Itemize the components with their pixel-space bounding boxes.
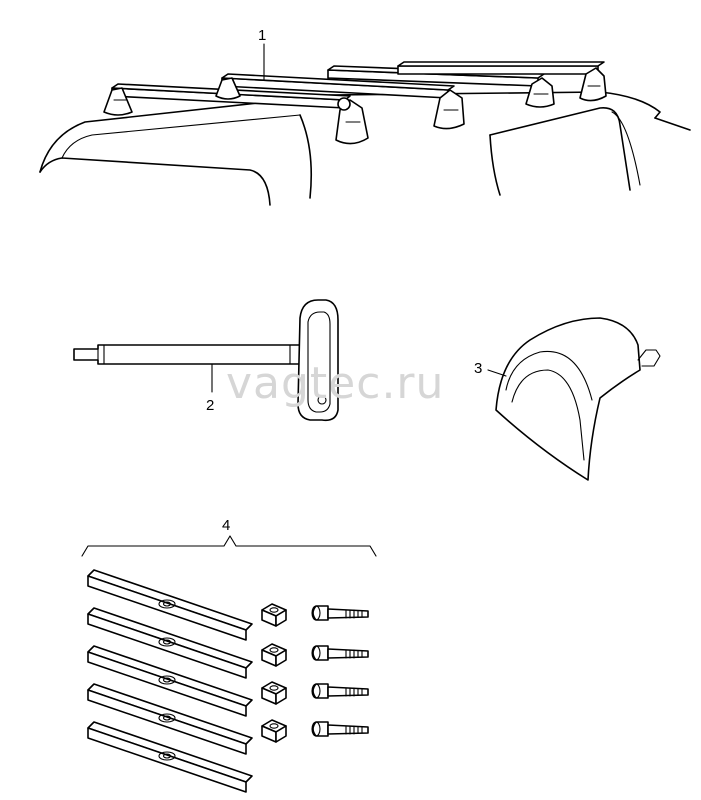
square-nut: [261, 681, 287, 705]
socket-head-bolt: [311, 645, 369, 661]
watermark: vagtec.ru: [226, 358, 444, 409]
callout-2-label: 2: [206, 397, 214, 414]
rubber-pad: [87, 645, 253, 717]
square-nut: [261, 719, 287, 743]
callout-1-label: 1: [258, 27, 266, 44]
square-nut: [261, 603, 287, 627]
socket-head-bolt: [311, 605, 369, 621]
socket-head-bolt: [311, 683, 369, 699]
rubber-pad: [87, 683, 253, 755]
cover-part: 3: [474, 317, 661, 481]
callout-4-label: 4: [222, 517, 230, 534]
key-part: 2: [73, 299, 339, 422]
socket-head-bolt: [311, 721, 369, 737]
mounting-kit: 4: [81, 517, 377, 793]
rubber-pad: [87, 569, 253, 641]
rubber-pad: [87, 721, 253, 793]
callout-3-label: 3: [474, 360, 482, 377]
rubber-pad: [87, 607, 253, 679]
roof-rack-assembly: 1: [39, 27, 691, 206]
square-nut: [261, 643, 287, 667]
